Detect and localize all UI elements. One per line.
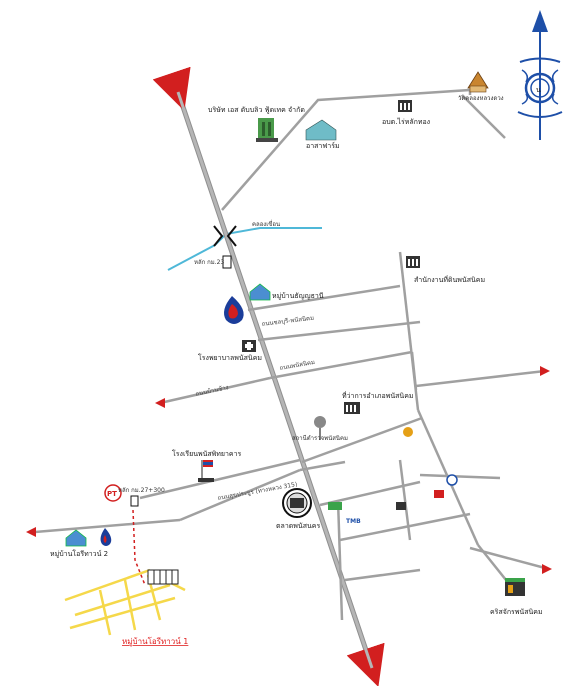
ptt-station-icon xyxy=(224,296,244,324)
pt-station-icon xyxy=(104,484,122,502)
pt-label: PT xyxy=(107,490,117,498)
km-marker-icon xyxy=(222,255,232,269)
ptt2-station-icon xyxy=(100,528,112,546)
factory-icon xyxy=(256,118,278,142)
village2-house-icon xyxy=(65,529,87,547)
bank-icon xyxy=(434,474,458,498)
label-road-chonburi: ถนนชลบุรี-พนัสนิคม xyxy=(261,314,314,328)
label-land-office: สำนักงานที่ดินพนัสนิคม xyxy=(414,275,485,284)
label-company: บริษัท เอส ดับบลิว ฟู้ดเทค จำกัด xyxy=(208,106,305,114)
label-village-ori2: หมู่บ้านโอรีทาวน์ 2 xyxy=(50,549,108,558)
secondary-roads xyxy=(34,88,546,621)
village-house-icon xyxy=(249,283,271,301)
road-end-arrows xyxy=(26,366,552,574)
police-icon xyxy=(314,416,326,440)
label-warehouse: อาสาฟาร์ม xyxy=(306,142,340,150)
temple-icon xyxy=(467,71,489,93)
village-block xyxy=(147,569,179,585)
label-market: ตลาดพนัสนคร xyxy=(276,522,320,530)
label-temple: วัดคลองหลวงดวง xyxy=(458,95,504,102)
hospital-icon xyxy=(242,340,256,352)
label-village-thanyathani: หมู่บ้านธัญญธานี xyxy=(272,292,324,300)
label-village-ori1: หมู่บ้านโอรีทาวน์ 1 xyxy=(122,636,188,647)
label-hospital: โรงพยาบาลพนัสนิคม xyxy=(198,353,262,362)
green-building-icon xyxy=(328,502,342,510)
sao-building-icon xyxy=(398,100,412,112)
church-icon xyxy=(505,578,525,596)
km27-marker-icon xyxy=(130,495,139,507)
land-office-icon xyxy=(406,256,420,268)
bridge-icon xyxy=(213,225,237,247)
tmb-bank-icon xyxy=(344,516,360,524)
label-sao: อบต.ไร่หลักทอง xyxy=(382,117,430,126)
compass-icon xyxy=(517,10,563,140)
label-church: คริสจักรพนัสนิคม xyxy=(490,608,543,616)
label-km27: หลัก กม.27+300 xyxy=(118,487,165,494)
route-dashed xyxy=(132,509,146,586)
label-canal: คลองเขื่อน xyxy=(252,220,280,228)
tmb-label: TMB xyxy=(346,518,361,525)
label-district-office: ที่ว่าการอำเภอพนัสนิคม xyxy=(342,391,414,400)
label-police: สถานีตำรวจพนัสนิคม xyxy=(292,434,348,442)
gold-emblem-icon xyxy=(403,427,413,437)
label-km23: หลัก กม.23 xyxy=(194,259,224,266)
label-road-b: ถนนบ้านช้าง xyxy=(195,384,229,398)
main-highway xyxy=(152,66,385,686)
canal-line xyxy=(167,227,322,271)
market-icon xyxy=(282,488,312,518)
warehouse-icon xyxy=(305,119,337,141)
district-office-icon xyxy=(344,402,360,414)
school-flag-icon xyxy=(198,460,214,482)
compass-letter: น xyxy=(536,86,541,94)
label-school: โรงเรียนพนัสพิทยาคาร xyxy=(172,449,242,458)
shop-icon xyxy=(396,502,406,510)
